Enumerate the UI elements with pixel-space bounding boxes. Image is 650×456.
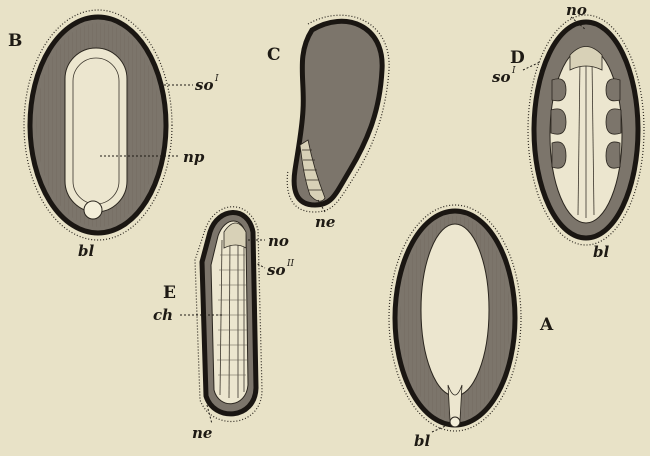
panel-a: A bl <box>389 205 554 450</box>
panel-d-label-so-sup: I <box>511 66 516 76</box>
panel-e-label-no: no <box>268 232 289 250</box>
panel-e-label-ch: ch <box>153 306 173 324</box>
panel-d-so-leader <box>523 62 540 70</box>
panel-b-label-np: np <box>183 148 205 166</box>
panel-a-archenteron <box>421 224 489 396</box>
panel-e-label-ne: ne <box>192 424 212 442</box>
panel-e-label-so-sup: II <box>286 259 295 269</box>
panel-a-blastopore <box>450 417 460 427</box>
panel-a-letter: A <box>539 315 554 335</box>
panel-e-label-so: so <box>267 261 285 279</box>
panel-b-blastopore <box>84 201 102 219</box>
panel-b: B so I np bl <box>8 10 219 260</box>
panel-d-label-bl: bl <box>593 243 609 261</box>
panel-a-label-bl: bl <box>414 432 430 450</box>
panel-d-label-no: no <box>566 1 587 19</box>
panel-b-label-bl: bl <box>78 242 94 260</box>
panel-d: D no so I bl <box>492 1 644 261</box>
panel-e-letter: E <box>163 283 176 303</box>
panel-b-label-so: so <box>195 76 213 94</box>
panel-b-letter: B <box>8 31 22 51</box>
panel-e: E no so II ch ne <box>153 207 295 442</box>
panel-d-letter: D <box>510 48 525 68</box>
panel-c-label-ne: ne <box>315 213 335 231</box>
panel-c: C ne <box>267 15 389 231</box>
panel-d-label-so: so <box>492 68 510 86</box>
panel-b-label-so-sup: I <box>214 74 219 84</box>
panel-c-letter: C <box>267 45 281 65</box>
